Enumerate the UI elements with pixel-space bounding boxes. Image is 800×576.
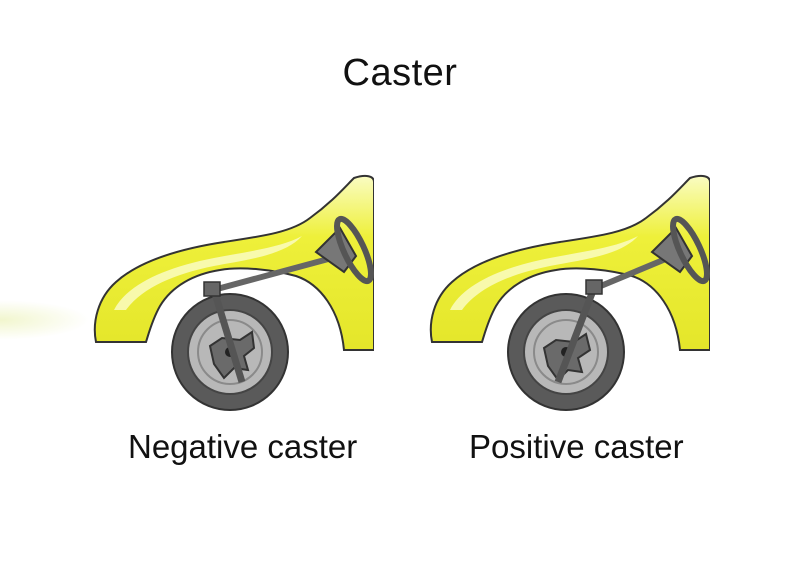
steering-column: [205, 255, 333, 295]
negative-caster-label: Negative caster: [128, 428, 358, 465]
positive-caster-figure: [380, 160, 710, 420]
steering-column: [594, 255, 670, 291]
background-glow: [0, 300, 90, 340]
upper-mount: [203, 281, 221, 297]
steering-wheel: [670, 215, 710, 285]
body-highlight: [114, 236, 302, 310]
body-highlight: [450, 236, 638, 310]
car-body: [429, 174, 710, 351]
rim-inner: [533, 319, 599, 385]
rim-inner: [197, 319, 263, 385]
car-front-illustration: [93, 174, 374, 411]
fender-lining: [485, 274, 651, 345]
positive-caster-label: Positive caster: [469, 428, 684, 465]
negative-caster-figure: [44, 160, 374, 420]
diagram-title: Caster: [342, 52, 458, 94]
fender-lining: [149, 274, 315, 345]
car-front-illustration: [429, 174, 710, 411]
kingpin-axis: [554, 286, 598, 384]
upper-mount: [585, 279, 603, 295]
kingpin-axis: [210, 288, 246, 384]
car-body: [93, 174, 374, 351]
steering-wheel: [334, 215, 374, 285]
